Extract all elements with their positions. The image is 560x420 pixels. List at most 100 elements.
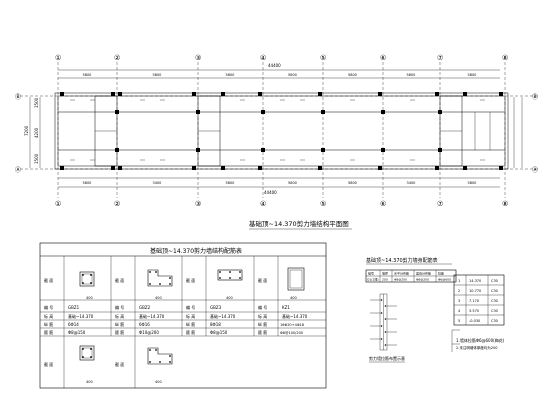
- axis-label-top-3: ③: [195, 54, 201, 62]
- td-thick: 200: [382, 278, 388, 282]
- column-bottom-2: [111, 166, 115, 170]
- column-top-6: [258, 92, 262, 96]
- notes: 1.墙体拉筋Φ6@600(梅花) 2.未注明墙体厚度均为200: [451, 329, 505, 352]
- bay-dim-top-2: 5800: [153, 73, 162, 77]
- bay-dim-bottom-7: 5800: [468, 181, 477, 185]
- floor-elev-2: 10.770: [469, 289, 481, 293]
- column-top-4: [192, 92, 196, 96]
- column-top-1: [60, 92, 64, 96]
- col1-long: 6Φ14: [68, 322, 79, 327]
- note-line-1: 1.墙体拉筋Φ6@600(梅花): [456, 337, 505, 343]
- floor-no-4: 4: [458, 309, 461, 313]
- axis-label-bottom-2: ②: [114, 200, 120, 208]
- th-vert: 竖向分布筋: [416, 271, 431, 276]
- section-gbz2-outline: [147, 269, 173, 287]
- row-label-elev-2: 标 高: [115, 313, 124, 319]
- col3-id: GBZ3: [210, 305, 222, 310]
- col3-elev: 基础~14.370: [210, 313, 236, 319]
- td-horiz: Φ8@200: [394, 278, 407, 282]
- floor-conc-3: C30: [491, 299, 498, 303]
- column-bottom-9: [435, 166, 439, 170]
- column-bottom-3: [118, 166, 122, 170]
- column-bottom-7: [318, 166, 322, 170]
- column-mid-a-1: [115, 110, 119, 114]
- row-label-long-3: 纵 筋: [186, 321, 195, 327]
- side-dim-2: 4200: [34, 127, 39, 138]
- overall-length-dim: 44400: [268, 63, 281, 68]
- row-label-section-5: 截 面: [44, 361, 53, 367]
- col3-stir: Φ8@150: [210, 330, 228, 335]
- col2-id: GBZ2: [139, 305, 151, 310]
- wall-reinforcement-table: 基础顶~14.370剪力墙身配筋表 编号 墙厚 水平分布筋 竖向分布筋 拉筋 Q…: [365, 257, 457, 363]
- row-label-section-2: 截 面: [115, 277, 124, 283]
- row-label-stir: 箍 筋: [44, 329, 53, 335]
- axis-label-bottom-1: ①: [55, 200, 61, 208]
- section-gbz5-bar-1: [82, 348, 84, 350]
- column-bottom-11: [499, 166, 503, 170]
- col4-id: KZ1: [282, 305, 290, 310]
- section-gbz6-outline: [147, 347, 173, 365]
- th-horiz: 水平分布筋: [394, 271, 409, 276]
- column-mid-b-3: [261, 148, 265, 152]
- section-gbz6-bar-2: [155, 349, 157, 351]
- bay-dim-bottom-6: 3400: [407, 181, 416, 185]
- floor-elev-3: 7.170: [469, 299, 479, 303]
- section-gbz3-bar-4: [219, 277, 221, 279]
- section-gbz1-outline: [79, 271, 95, 287]
- column-mid-b-4: [321, 148, 325, 152]
- column-bottom-8: [378, 166, 382, 170]
- axis-label-bottom-5: ⑤: [320, 200, 326, 208]
- axis-label-top-7: ⑦: [437, 54, 443, 62]
- overall-length-dim-bottom: 44400: [264, 190, 277, 195]
- column-top-10: [463, 92, 467, 96]
- side-dim-3: 1500: [34, 153, 39, 164]
- row-label-id-3: 编 号: [186, 304, 195, 310]
- axis-label-a-right: Ⓐ: [532, 166, 538, 174]
- row-label-elev-4: 标 高: [258, 313, 267, 319]
- col2-elev: 基础~14.370: [139, 313, 165, 319]
- col2-dim: 400: [155, 296, 162, 300]
- col2-long: 6Φ16: [139, 322, 150, 327]
- column-bottom-1: [60, 166, 64, 170]
- row-label-section-4: 截 面: [258, 277, 267, 283]
- section-gbz2-bar-6: [169, 277, 171, 279]
- axis-label-a-left: Ⓐ: [15, 166, 21, 174]
- row-label-section-3: 截 面: [186, 277, 195, 283]
- bay-dim-top-1: 5800: [83, 73, 92, 77]
- section-gbz1-bar-1: [82, 274, 84, 276]
- axis-label-top-2: ②: [114, 54, 120, 62]
- bay-dim-bottom-1: 5800: [83, 181, 92, 185]
- td-tie: Φ6@600: [438, 278, 451, 282]
- floor-conc-1: C30: [491, 279, 498, 283]
- col2-stir: Φ10@200: [139, 330, 159, 335]
- section-gbz5-bar-4: [90, 356, 92, 358]
- floor-no-2: 2: [458, 289, 460, 293]
- section-gbz3-bar-2: [229, 271, 231, 273]
- section-gbz5-inner: [81, 347, 93, 359]
- column-reinforcement-table: 基础顶~14.370剪力墙结构配筋表 截 面 截 面 截 面 截 面 编 号 标…: [39, 242, 327, 389]
- section-gbz6-bar-3: [149, 361, 151, 363]
- floor-elev-4: 3.570: [469, 309, 479, 313]
- column-mid-a-6: [438, 110, 442, 114]
- column-mid-a-4: [321, 110, 325, 114]
- column-top-9: [435, 92, 439, 96]
- section-gbz2-bar-4: [159, 283, 161, 285]
- wall-tie-detail: [370, 293, 397, 351]
- column-mid-a-5: [381, 110, 385, 114]
- row-label-long-4: 纵 筋: [258, 321, 267, 327]
- col3-dim: 400: [226, 296, 233, 300]
- section-gbz1-bar-2: [90, 274, 92, 276]
- col1-elev: 基础~14.370: [68, 313, 94, 319]
- section-gbz2-bar-2: [155, 271, 157, 273]
- bay-dim-top-5: 5800: [348, 73, 357, 77]
- td-id: Q1(2排): [367, 277, 379, 282]
- bay-dim-top-3: 5800: [226, 73, 235, 77]
- axis-label-bottom-8: ⑧: [502, 200, 508, 208]
- row-label-section-6: 截 面: [115, 361, 124, 367]
- td-vert: Φ8@200: [416, 278, 429, 282]
- row-label-long: 纵 筋: [44, 321, 53, 327]
- section-gbz3-bar-3: [239, 271, 241, 273]
- row-label-elev-3: 标 高: [186, 313, 195, 319]
- axis-label-bottom-4: ④: [260, 200, 266, 208]
